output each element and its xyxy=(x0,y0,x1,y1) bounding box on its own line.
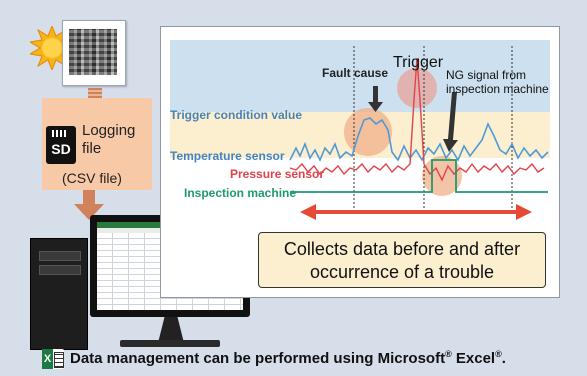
fault-cause-highlight xyxy=(344,108,392,156)
temperature-sensor-line xyxy=(289,117,549,162)
trigger-highlight xyxy=(397,68,437,108)
logging-file-label-line1: Logging xyxy=(82,122,136,139)
chart-band-upper xyxy=(170,40,550,112)
fault-cause-arrow-icon xyxy=(368,86,383,112)
footer-text: Data management can be performed using M… xyxy=(70,349,506,367)
ng-signal-label: NG signal from inspection machine xyxy=(446,68,549,96)
temperature-sensor-label: Temperature sensor xyxy=(170,149,285,163)
ng-signal-arrow-icon xyxy=(443,92,458,152)
collects-data-callout: Collects data before and after occurrenc… xyxy=(258,232,546,288)
down-arrow-icon xyxy=(74,190,104,220)
waveform-chart xyxy=(289,46,549,210)
sd-card-icon: SD xyxy=(46,126,76,164)
inspection-machine-line xyxy=(290,159,548,193)
fault-cause-label: Fault cause xyxy=(322,66,389,80)
pressure-sensor-line xyxy=(289,57,545,182)
callout-line2: occurrence of a trouble xyxy=(309,262,495,282)
monitor-base xyxy=(120,340,220,347)
footer-caption: X Data management can be performed using… xyxy=(42,346,582,370)
inspection-machine-label: Inspection machine xyxy=(184,186,297,200)
pc-tower xyxy=(30,238,88,350)
pressure-sensor-label: Pressure sensor xyxy=(230,167,325,181)
before-after-arrow-icon xyxy=(300,204,532,220)
trigger-condition-label: Trigger condition value xyxy=(170,108,303,122)
logging-device xyxy=(62,20,126,86)
device-connector xyxy=(88,88,102,98)
excel-icon: X xyxy=(42,349,64,369)
trigger-label: Trigger xyxy=(393,54,444,71)
csv-file-label: (CSV file) xyxy=(62,170,122,186)
logging-file-label-line2: file xyxy=(82,140,102,157)
callout-line1: Collects data before and after xyxy=(283,239,521,259)
device-display xyxy=(69,29,117,75)
